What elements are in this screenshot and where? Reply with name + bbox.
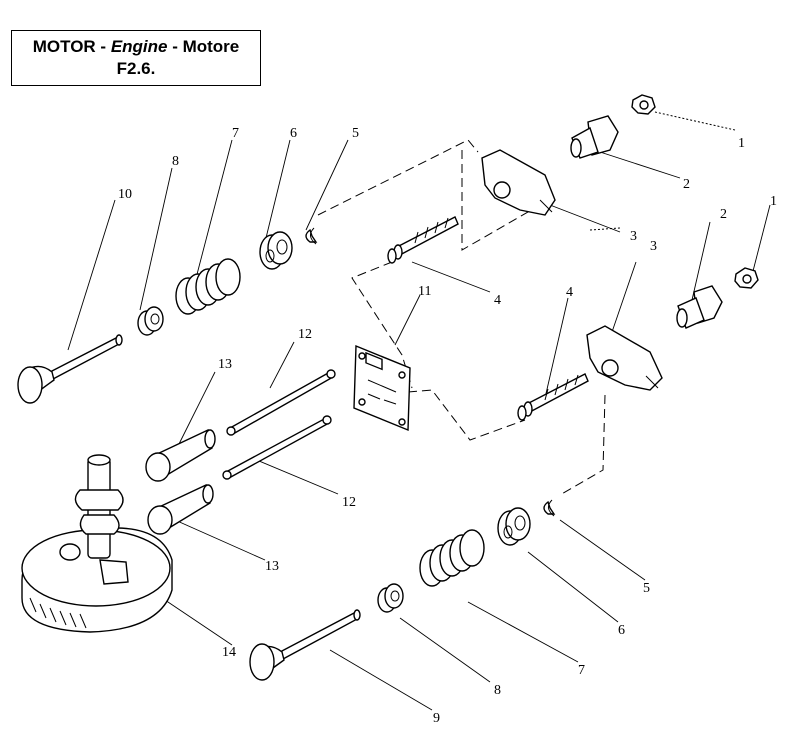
callout-3-lower: 3 [650,239,657,254]
callout-14: 14 [222,645,236,660]
callout-7-upper: 7 [232,126,239,141]
callout-8-upper: 8 [172,154,179,169]
upper-tappet-part-13 [145,428,216,482]
lower-valve-spring-part-7 [419,529,485,587]
callout-9: 9 [433,711,440,726]
lower-valve-seal-part-8 [377,583,404,613]
callout-5-upper: 5 [352,126,359,141]
intake-valve-part-10 [17,334,123,404]
callout-12-lower: 12 [342,495,356,510]
upper-valve-seal-part-8 [137,306,164,336]
lower-tappet-part-13 [147,483,214,535]
lower-stud-part-4 [517,373,589,421]
title-motore: - Motore [167,37,240,56]
upper-spring-retainer-part-6 [259,231,293,270]
upper-valve-spring-part-7 [175,258,241,315]
rocker-guide-plate-part-11 [353,344,411,432]
callout-11: 11 [418,284,431,299]
upper-adjusting-screw-part-2 [570,115,619,159]
upper-keeper-part-5 [305,227,318,245]
title-box: MOTOR - Engine - Motore F2.6. [11,30,261,86]
callout-2-lower: 2 [720,207,727,222]
lower-keeper-part-5 [543,499,556,517]
callout-5-lower: 5 [643,581,650,596]
upper-nut-part-1 [631,94,656,115]
upper-stud-part-4 [387,216,459,264]
title-line-1: MOTOR - Engine - Motore [12,36,260,58]
lower-push-rod-part-12 [222,415,332,480]
callout-7-lower: 7 [578,663,585,678]
callout-1-upper: 1 [738,136,745,151]
callout-12-upper: 12 [298,327,312,342]
lower-adjusting-screw-part-2 [676,285,723,329]
callout-10: 10 [118,187,132,202]
callout-labels: 1 2 3 3 2 1 4 4 5 6 7 8 10 11 12 12 13 1… [118,126,777,726]
lower-spring-retainer-part-6 [497,507,531,546]
exhaust-valve-part-9 [249,609,361,681]
leader-lines [67,139,771,711]
dotted-leaders [589,111,736,231]
upper-push-rod-part-12 [226,369,336,436]
callout-4-lower: 4 [566,285,573,300]
upper-rocker-arm-part-3 [481,149,556,216]
callout-13-upper: 13 [218,357,232,372]
callout-4-upper: 4 [494,293,501,308]
assembly-dashed-lines [317,139,606,496]
title-motor: MOTOR - [32,37,111,56]
callout-6-upper: 6 [290,126,297,141]
camshaft-gear-part-14 [21,454,173,633]
callout-8-lower: 8 [494,683,501,698]
callout-1-lower: 1 [770,194,777,209]
callout-6-lower: 6 [618,623,625,638]
callout-13-lower: 13 [265,559,279,574]
lower-rocker-arm-part-3 [586,325,663,391]
title-figure-number: F2.6. [116,59,156,78]
callout-3-upper: 3 [630,229,637,244]
callout-2-upper: 2 [683,177,690,192]
title-engine: Engine [110,37,168,56]
lower-nut-part-1 [734,267,759,289]
